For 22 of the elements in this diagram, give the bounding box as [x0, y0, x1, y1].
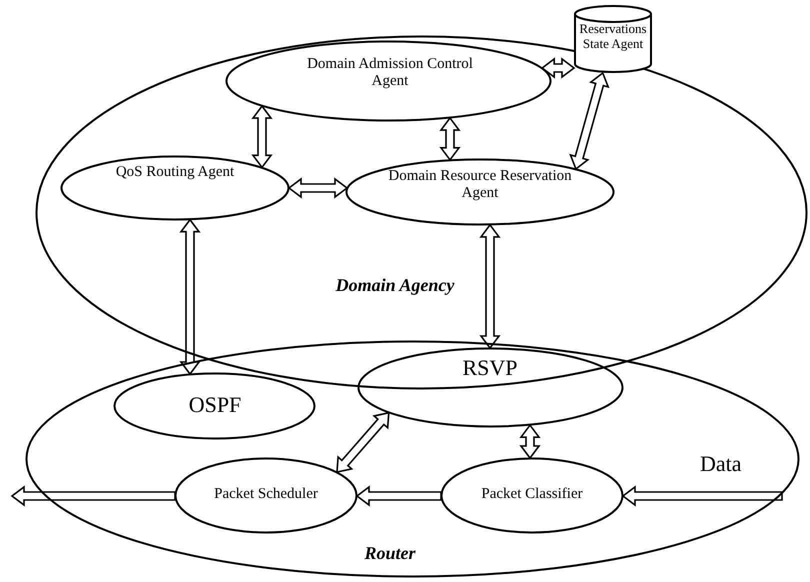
double-arrow — [439, 116, 461, 162]
node-label: OSPF — [188, 392, 242, 418]
double-arrow — [622, 485, 783, 507]
double-arrow — [569, 72, 610, 170]
double-arrow — [179, 218, 201, 376]
node-label: RSVP — [461, 355, 519, 380]
node-label: Domain Resource Reservation Agent — [387, 168, 573, 202]
double-arrow — [540, 57, 576, 79]
node-label: Router — [363, 543, 417, 564]
node-label: Packet Classifier — [480, 486, 584, 504]
node-label: Packet Scheduler — [213, 486, 319, 504]
node-label: Reservations State Agent — [578, 22, 648, 52]
double-arrow — [251, 104, 273, 169]
node-label: Domain Admission Control Agent — [306, 56, 474, 90]
double-arrow — [288, 177, 348, 199]
double-arrow — [10, 485, 176, 507]
double-arrow — [519, 424, 541, 460]
double-arrow — [479, 224, 501, 350]
double-arrow — [356, 485, 442, 507]
double-arrow — [336, 412, 390, 474]
node-label: Domain Agency — [334, 275, 456, 296]
node-label: QoS Routing Agent — [114, 164, 236, 182]
